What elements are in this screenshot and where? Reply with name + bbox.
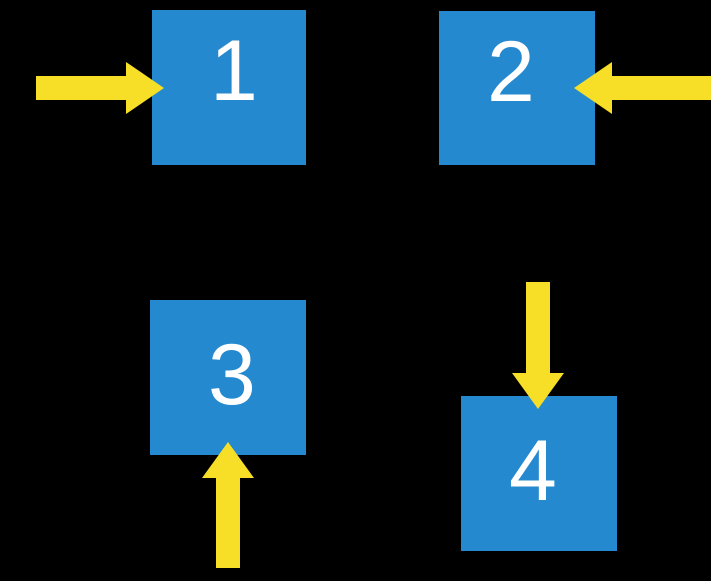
node-box-3-label: 3 — [208, 327, 256, 423]
node-box-1[interactable]: 1 — [152, 10, 306, 165]
node-box-4[interactable]: 4 — [461, 396, 617, 551]
node-box-2-label: 2 — [487, 24, 535, 120]
node-box-1-label: 1 — [210, 23, 258, 119]
node-box-3[interactable]: 3 — [150, 300, 306, 455]
node-box-2[interactable]: 2 — [439, 11, 595, 165]
node-box-4-label: 4 — [509, 423, 557, 519]
